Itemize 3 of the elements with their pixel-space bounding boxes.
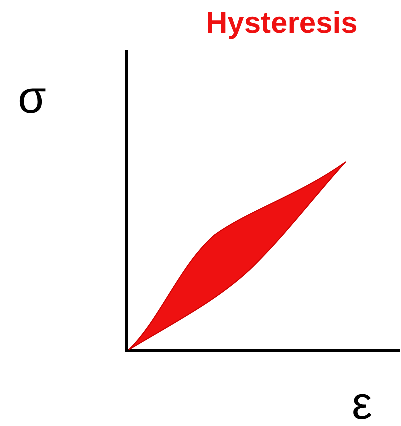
axis-label: ε [352,378,373,426]
chart-title: Hysteresis [206,6,358,42]
axis-label: σ [18,72,46,122]
